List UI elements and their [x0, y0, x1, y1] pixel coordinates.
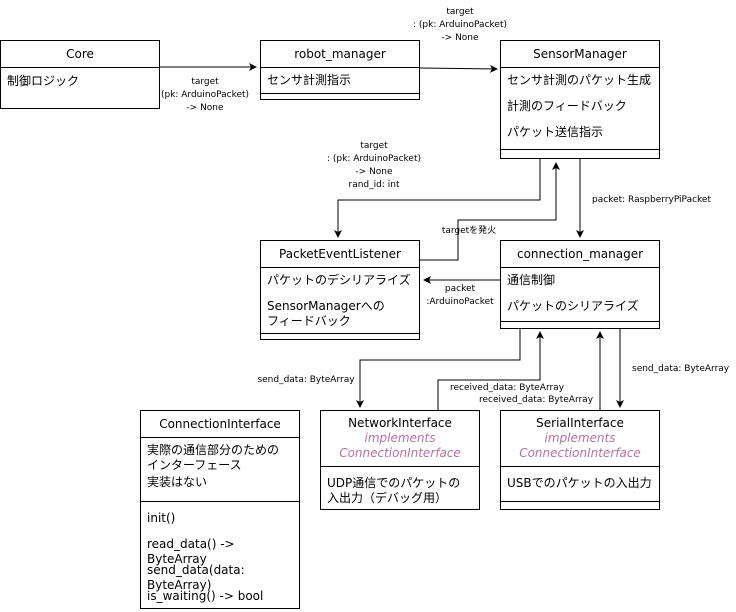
serial-interface-member: USBでのパケットの入出力	[507, 476, 652, 490]
edge-sensor-listener	[334, 158, 541, 238]
edge-robot-sensor	[419, 64, 498, 73]
edge-label-sensor-listener: target : (pk: ArduinoPacket) -> None ran…	[326, 141, 421, 190]
connection-interface-member-2: 実装はない	[147, 475, 208, 489]
sensor-manager-class-box[interactable]: SensorManager センサ計測のパケット生成 計測のフィードバック パケ…	[500, 40, 660, 159]
serial-interface-stereotype: implements ConnectionInterface	[519, 431, 641, 460]
edge-network-conn	[437, 331, 544, 411]
method-send-data: send_data(data: ByteArray)	[147, 563, 245, 592]
connection-manager-divider	[501, 321, 659, 322]
packet-event-listener-member-1: パケットのデシリアライズ	[267, 273, 411, 287]
packet-event-listener-divider	[261, 333, 419, 334]
robot-manager-class-name: robot_manager	[261, 41, 419, 68]
serial-interface-class-box[interactable]: SerialInterface implements ConnectionInt…	[500, 410, 660, 510]
method-read-data: read_data() -> ByteArray	[147, 537, 235, 566]
edge-label-network-conn: received_data: ByteArray	[449, 383, 565, 393]
network-interface-stereotype: implements ConnectionInterface	[339, 431, 461, 460]
network-interface-member: UDP通信でのパケットの 入出力（デバッグ用）	[327, 476, 461, 505]
edge-label-conn-network: send_data: ByteArray	[257, 375, 355, 385]
connection-manager-class-name: connection_manager	[501, 241, 659, 268]
packet-event-listener-member-2: SensorManagerへの フィードバック	[267, 299, 385, 328]
sensor-manager-member-3: パケット送信指示	[507, 125, 604, 139]
edge-conn-network	[356, 328, 521, 408]
edge-label-sensor-conn: packet: RaspberryPiPacket	[592, 195, 711, 205]
connection-interface-class-box[interactable]: ConnectionInterface 実際の通信部分のための インターフェース…	[140, 410, 300, 609]
edge-label-serial-conn: received_data: ByteArray	[478, 395, 594, 405]
core-member: 制御ロジック	[7, 74, 80, 88]
sensor-manager-divider	[501, 149, 659, 150]
sensor-manager-member-1: センサ計測のパケット生成	[507, 73, 652, 87]
sensor-manager-class-name: SensorManager	[501, 41, 659, 68]
robot-manager-class-box[interactable]: robot_manager センサ計測指示	[260, 40, 420, 100]
edge-label-core-robot: target (pk: ArduinoPacket) -> None	[160, 77, 250, 113]
connection-interface-class-name: ConnectionInterface	[141, 411, 299, 438]
network-interface-class-box[interactable]: NetworkInterface implements ConnectionIn…	[320, 410, 480, 510]
connection-interface-member-1: 実際の通信部分のための インターフェース	[147, 443, 280, 472]
edge-label-listener-fires: targetを発火	[441, 226, 497, 236]
packet-event-listener-class-box[interactable]: PacketEventListener パケットのデシリアライズ SensorM…	[260, 240, 420, 340]
method-init: init()	[147, 511, 176, 525]
connection-manager-class-box[interactable]: connection_manager 通信制御 パケットのシリアライズ	[500, 240, 660, 329]
connection-manager-member-2: パケットのシリアライズ	[507, 299, 639, 313]
edge-label-conn-listener: packet :ArduinoPacket	[426, 284, 494, 307]
serial-interface-class-name: SerialInterface implements ConnectionInt…	[501, 411, 659, 467]
serial-interface-divider	[501, 501, 659, 502]
edge-label-robot-sensor: target : (pk: ArduinoPacket) -> None	[412, 7, 507, 43]
core-class-box[interactable]: Core 制御ロジック	[0, 40, 160, 109]
method-is-waiting: is_waiting() -> bool	[147, 589, 264, 603]
edge-listener-sensor	[420, 162, 560, 261]
core-class-name: Core	[1, 41, 159, 68]
robot-manager-member: センサ計測指示	[267, 73, 352, 87]
connection-interface-divider	[141, 501, 299, 502]
edge-label-conn-serial: send_data: ByteArray	[632, 364, 730, 374]
network-interface-class-name: NetworkInterface implements ConnectionIn…	[321, 411, 479, 467]
sensor-manager-member-2: 計測のフィードバック	[507, 99, 627, 113]
connection-manager-member-1: 通信制御	[507, 273, 556, 287]
packet-event-listener-class-name: PacketEventListener	[261, 241, 419, 268]
robot-manager-divider	[261, 93, 419, 94]
